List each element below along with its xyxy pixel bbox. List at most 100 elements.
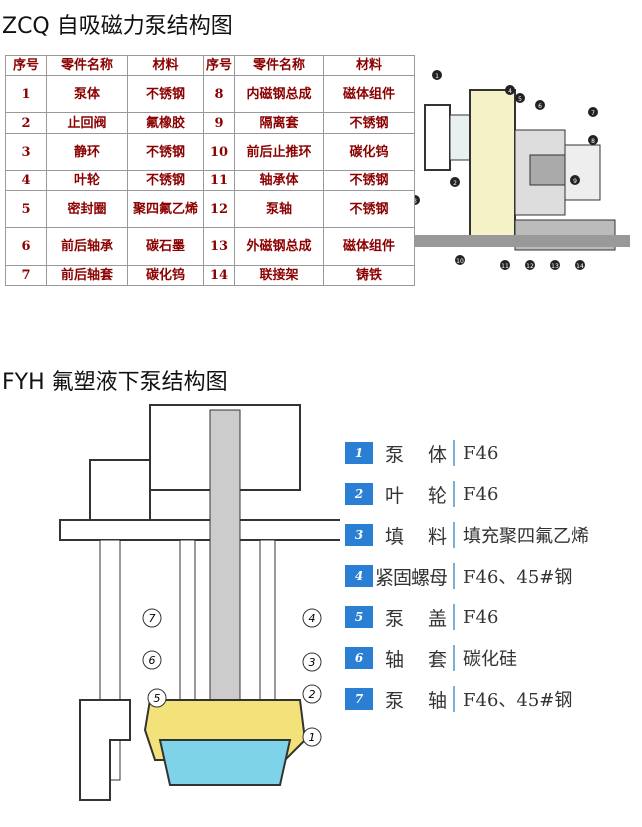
table-cell: 5 bbox=[5, 190, 47, 228]
table-cell: 叶轮 bbox=[46, 170, 128, 191]
part-material: F46、45#钢 bbox=[463, 690, 573, 711]
part-name-char: 叶 bbox=[385, 484, 405, 507]
table-cell: 前后轴承 bbox=[46, 227, 128, 266]
table-cell: 内磁钢总成 bbox=[234, 75, 324, 113]
table-cell: 9 bbox=[203, 112, 235, 134]
table-cell: 不锈钢 bbox=[323, 170, 415, 191]
part-number: 2 bbox=[453, 180, 457, 187]
part-marker bbox=[450, 177, 460, 187]
part-number-badge: 4 bbox=[345, 565, 373, 587]
part-name-char: 填 bbox=[385, 525, 405, 548]
part-number: 11 bbox=[501, 263, 509, 270]
part-marker bbox=[588, 135, 598, 145]
header-cell: 零件名称 bbox=[234, 55, 324, 76]
part-number-badge: 1 bbox=[345, 442, 373, 464]
zcq-title: ZCQ 自吸磁力泵结构图 bbox=[2, 14, 233, 39]
header-cell: 序号 bbox=[203, 55, 235, 76]
part-number: 1 bbox=[309, 731, 316, 744]
table-cell: 12 bbox=[203, 190, 235, 228]
part-marker bbox=[142, 650, 162, 670]
part-marker bbox=[302, 727, 322, 747]
table-cell: 13 bbox=[203, 227, 235, 266]
part-marker bbox=[302, 652, 322, 672]
table-cell: 不锈钢 bbox=[127, 75, 204, 113]
table-cell: 前后止推环 bbox=[234, 133, 324, 171]
part-marker bbox=[455, 255, 465, 265]
part-number: 12 bbox=[526, 263, 534, 270]
part-number: 5 bbox=[154, 692, 161, 705]
zcq-pump-diagram: 1234567891011121314 bbox=[415, 70, 630, 270]
part-number-badge: 7 bbox=[345, 688, 373, 710]
part-material: F46 bbox=[463, 483, 499, 505]
part-name: 泵盖 bbox=[373, 604, 455, 630]
part-number: 7 bbox=[149, 612, 156, 625]
table-cell: 8 bbox=[203, 75, 235, 113]
part-name-char: 轮 bbox=[427, 484, 447, 507]
table-cell: 泵轴 bbox=[234, 190, 324, 228]
table-cell: 联接架 bbox=[234, 265, 324, 286]
table-cell: 氟橡胶 bbox=[127, 112, 204, 134]
header-cell: 材料 bbox=[127, 55, 204, 76]
table-cell: 不锈钢 bbox=[127, 133, 204, 171]
part-number: 10 bbox=[456, 258, 464, 265]
part-name-char: 轴 bbox=[427, 689, 447, 712]
part-number: 13 bbox=[551, 263, 559, 270]
part-material: 碳化硅 bbox=[463, 649, 517, 670]
table-cell: 不锈钢 bbox=[127, 170, 204, 191]
table-cell: 11 bbox=[203, 170, 235, 191]
part-name-char: 紧固螺母 bbox=[375, 566, 448, 589]
part-name-char: 套 bbox=[427, 648, 447, 671]
part-name: 泵轴 bbox=[373, 686, 455, 712]
part-name: 轴套 bbox=[373, 645, 455, 671]
table-cell: 2 bbox=[5, 112, 47, 134]
part-marker bbox=[302, 608, 322, 628]
header-cell: 零件名称 bbox=[46, 55, 128, 76]
part-name: 紧固螺母 bbox=[373, 563, 455, 589]
fyh-title: FYH 氟塑液下泵结构图 bbox=[2, 370, 228, 395]
table-cell: 磁体组件 bbox=[323, 75, 415, 113]
table-cell: 碳石墨 bbox=[127, 227, 204, 266]
table-cell: 碳化钨 bbox=[127, 265, 204, 286]
table-cell: 密封圈 bbox=[46, 190, 128, 228]
part-marker bbox=[500, 260, 510, 270]
table-header-row: 序号 零件名称 材料 序号 零件名称 材料 bbox=[5, 55, 415, 76]
table-cell: 1 bbox=[5, 75, 47, 113]
part-marker bbox=[575, 260, 585, 270]
table-cell: 前后轴套 bbox=[46, 265, 128, 286]
part-number: 5 bbox=[518, 96, 522, 103]
part-number: 6 bbox=[538, 103, 542, 110]
part-material: F46、45#钢 bbox=[463, 567, 573, 588]
part-marker bbox=[535, 100, 545, 110]
part-marker bbox=[147, 688, 167, 708]
part-marker bbox=[550, 260, 560, 270]
part-material: 填充聚四氟乙烯 bbox=[463, 526, 589, 547]
part-marker bbox=[302, 684, 322, 704]
table-cell: 聚四氟乙烯 bbox=[127, 190, 204, 228]
table-cell: 14 bbox=[203, 265, 235, 286]
table-cell: 轴承体 bbox=[234, 170, 324, 191]
table-cell: 泵体 bbox=[46, 75, 128, 113]
header-cell: 材料 bbox=[323, 55, 415, 76]
part-number: 3 bbox=[309, 656, 316, 669]
table-cell: 隔离套 bbox=[234, 112, 324, 134]
part-number: 9 bbox=[573, 178, 577, 185]
part-name-char: 泵 bbox=[385, 689, 405, 712]
table-cell: 10 bbox=[203, 133, 235, 171]
part-name-char: 泵 bbox=[385, 443, 405, 466]
part-number: 6 bbox=[149, 654, 156, 667]
part-name-char: 轴 bbox=[385, 648, 405, 671]
part-name: 填料 bbox=[373, 522, 455, 548]
table-cell: 磁体组件 bbox=[323, 227, 415, 266]
part-number: 3 bbox=[415, 198, 417, 205]
